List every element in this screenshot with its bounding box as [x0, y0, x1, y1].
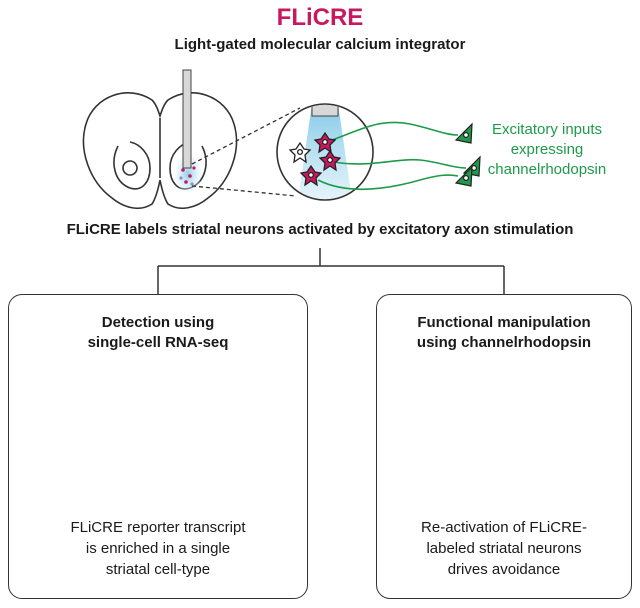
optical-fiber-icon — [182, 69, 192, 169]
manipulation-panel: Functional manipulation using channelrho… — [376, 294, 632, 599]
zoom-line-top — [191, 107, 301, 165]
detection-body-line-1: FLiCRE reporter transcript — [70, 519, 246, 536]
neuron-icon — [288, 131, 342, 187]
connector-tree — [157, 248, 505, 294]
manipulation-heading: Functional manipulation using channelrho… — [377, 313, 631, 353]
subtitle: Light-gated molecular calcium integrator — [174, 36, 466, 53]
manipulation-body: Re-activation of FLiCRE- labeled striata… — [377, 517, 631, 580]
mid-caption: FLiCRE labels striatal neurons activated… — [66, 221, 574, 238]
stimulation-glow — [175, 156, 201, 192]
axon-input-icon — [454, 122, 481, 187]
detection-heading: Detection using single-cell RNA-seq — [9, 313, 307, 353]
zoom-line-bottom — [191, 185, 297, 197]
manipulation-heading-line-2: using channelrhodopsin — [416, 334, 592, 351]
detection-body: FLiCRE reporter transcript is enriched i… — [9, 517, 307, 580]
inputs-label-line-1: Excitatory inputs — [491, 121, 603, 138]
labeled-cells-dots — [179, 166, 196, 186]
detection-panel: Detection using single-cell RNA-seq FLiC… — [8, 294, 308, 599]
inputs-label: Excitatory inputs expressing channelrhod… — [472, 120, 622, 180]
axon-projections — [317, 121, 467, 190]
detection-heading-line-1: Detection using — [101, 314, 215, 331]
detection-body-line-3: striatal cell-type — [105, 561, 211, 578]
page-title: FLiCRE — [276, 4, 364, 31]
inputs-label-line-3: channelrhodopsin — [487, 161, 607, 178]
manipulation-heading-line-1: Functional manipulation — [417, 314, 591, 331]
detection-body-line-2: is enriched in a single — [85, 540, 231, 557]
manipulation-body-line-1: Re-activation of FLiCRE- — [421, 519, 587, 536]
inputs-label-line-2: expressing — [510, 141, 584, 158]
manipulation-body-line-3: drives avoidance — [447, 561, 561, 578]
manipulation-body-line-2: labeled striatal neurons — [426, 540, 582, 557]
detection-heading-line-2: single-cell RNA-seq — [87, 334, 229, 351]
brain-slice-icon — [82, 92, 238, 210]
